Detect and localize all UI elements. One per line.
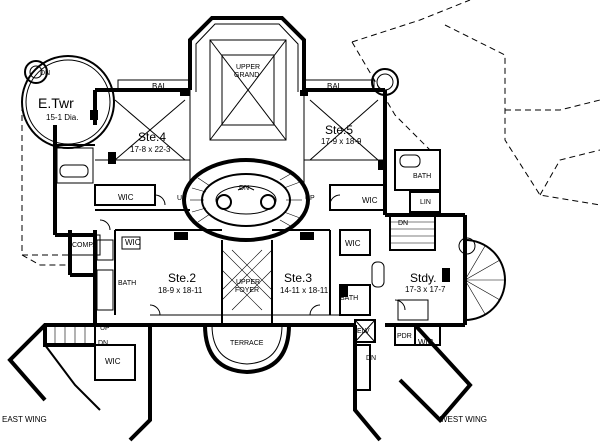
wic-label-4: WIC xyxy=(345,239,361,248)
wic-label-1: WIC xyxy=(118,193,134,202)
dn-right-label: DN xyxy=(398,220,408,227)
dn-tower-label: DN xyxy=(40,70,50,77)
ste5-dim: 17-9 x 18-9 xyxy=(321,137,362,146)
comp-label: COMP. xyxy=(72,242,94,249)
bath-label-2: BATH xyxy=(340,295,358,302)
ste3-name: Ste.3 xyxy=(284,271,312,285)
elv-label: ELV xyxy=(357,328,370,335)
terrace xyxy=(203,324,291,375)
up-right-label: UP xyxy=(305,195,315,202)
up-bottom-left-label: UP xyxy=(100,325,110,332)
bath-label-3: BATH xyxy=(413,173,431,180)
ste2-name: Ste.2 xyxy=(168,271,196,285)
balconies xyxy=(117,79,375,91)
wic-label-2: WIC xyxy=(362,196,378,205)
ste5-ceiling xyxy=(303,90,385,185)
stdy-name: Stdy. xyxy=(410,271,436,285)
terrace-label: TERRACE xyxy=(230,340,264,347)
e-twr-dim: 15-1 Dia. xyxy=(46,113,78,122)
doors xyxy=(99,194,406,316)
lin-label: LIN xyxy=(420,199,431,206)
wic-label-3: WIC xyxy=(125,238,141,247)
fireplaces xyxy=(90,90,450,297)
upper-foyer-label-2: FOYER xyxy=(235,287,259,294)
wic-label-6: WIC xyxy=(418,338,434,347)
ste3-dim: 14-11 x 18-11 xyxy=(280,286,329,295)
oval-staircase xyxy=(182,158,310,242)
upper-grand-ceiling xyxy=(209,39,287,141)
e-twr-name: E.Twr xyxy=(38,95,74,111)
upper-foyer xyxy=(221,240,273,325)
room-labels: E.Twr 15-1 Dia. Ste.4 17-8 x 22-3 Ste.5 … xyxy=(2,64,487,424)
interior-walls xyxy=(44,144,506,411)
upper-foyer-label-1: UPPER xyxy=(236,279,260,286)
upper-grand-label-1: UPPER xyxy=(236,64,260,71)
ste4-dim: 17-8 x 22-3 xyxy=(130,145,171,154)
dn-bottom-right-label: DN xyxy=(366,355,376,362)
west-wing-label: WEST WING xyxy=(440,415,487,424)
ste2-dim: 18-9 x 18-11 xyxy=(158,286,203,295)
ste4-ceiling xyxy=(95,90,191,185)
wic-label-5: WIC xyxy=(105,357,121,366)
pdr-label: PDR xyxy=(397,333,412,340)
east-wing-label: EAST WING xyxy=(2,415,47,424)
upper-grand-label-2: GRAND xyxy=(234,72,259,79)
roof-outline-right xyxy=(351,0,600,206)
ste4-name: Ste.4 xyxy=(138,130,166,144)
dn-stair-label: DN xyxy=(239,185,249,192)
ste5-name: Ste.5 xyxy=(325,123,353,137)
dn-bottom-left-label: DN xyxy=(98,340,108,347)
up-left-label: UP xyxy=(177,195,187,202)
bal-right-label: BAL. xyxy=(327,82,344,91)
bath-label-1: BATH xyxy=(118,280,136,287)
roof-outline-left xyxy=(21,95,68,266)
bal-left-label: BAL. xyxy=(152,82,169,91)
stdy-dim: 17-3 x 17-7 xyxy=(405,285,446,294)
